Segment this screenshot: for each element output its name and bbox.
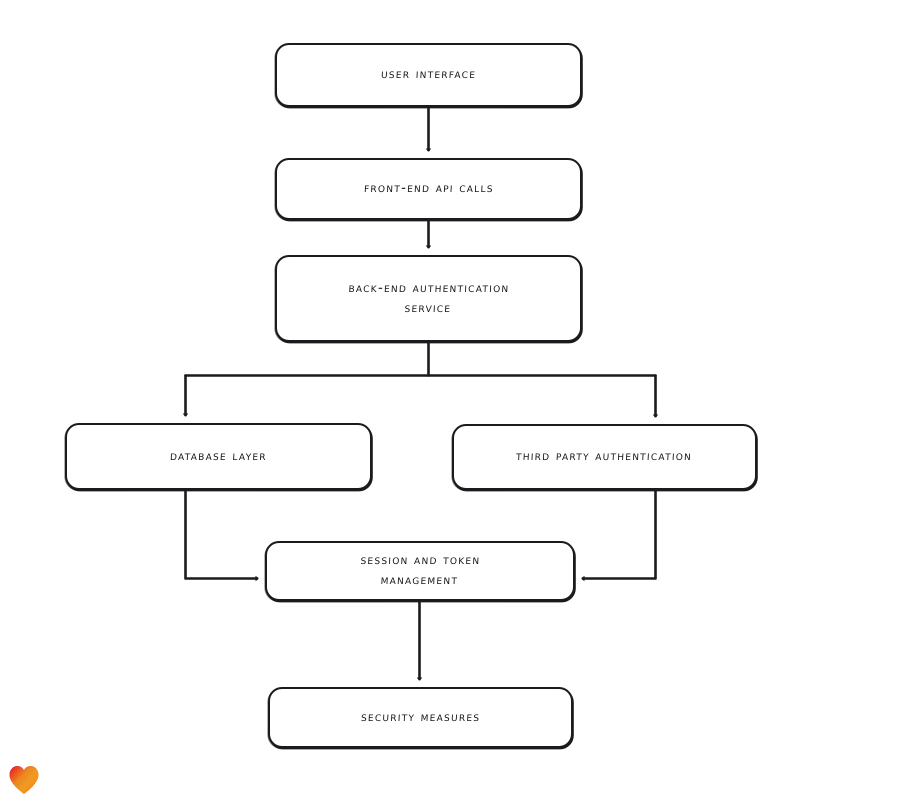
node-front-end-api-calls[interactable]: Front-End API Calls	[275, 158, 582, 220]
node-security-measures[interactable]: Security Measures	[268, 687, 573, 748]
node-session-and-token-management[interactable]: Session and Token Management	[265, 541, 575, 601]
heart-icon	[9, 766, 39, 794]
edge-db-to-session	[184, 488, 258, 579]
node-back-end-authentication-service[interactable]: Back-End Authentication Service	[275, 255, 582, 342]
node-security-measures-label: Security Measures	[360, 708, 481, 725]
node-user-interface[interactable]: User Interface	[275, 43, 582, 107]
node-database-layer-label: Database Layer	[169, 447, 268, 464]
edge-thirdparty-to-session	[583, 488, 657, 579]
node-session-and-token-management-label: Session and Token Management	[360, 552, 481, 588]
node-third-party-authentication[interactable]: Third Party Authentication	[452, 424, 757, 490]
node-user-interface-label: User Interface	[380, 66, 477, 83]
node-third-party-authentication-label: Third Party Authentication	[516, 448, 693, 465]
node-front-end-api-calls-label: Front-End API Calls	[363, 180, 494, 197]
node-back-end-authentication-service-label: Back-End Authentication Service	[348, 279, 510, 316]
node-database-layer[interactable]: Database Layer	[65, 423, 372, 490]
